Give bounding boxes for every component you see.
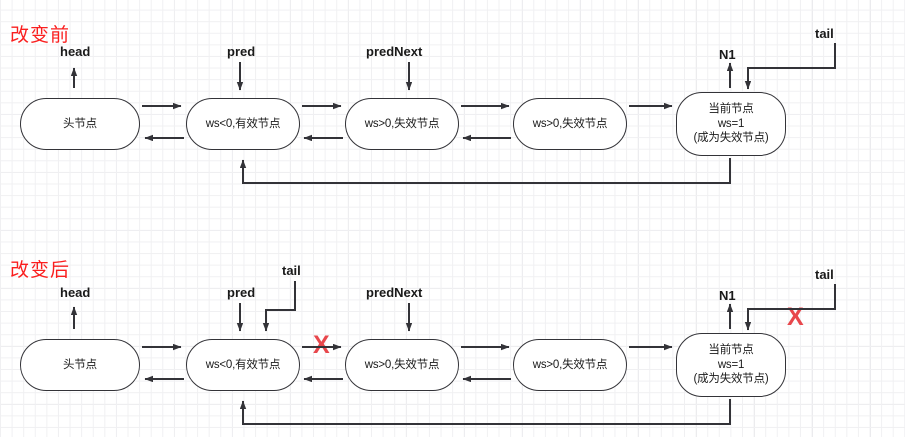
pointer-label-prednext-before: predNext — [366, 44, 423, 59]
node-current-before: 当前节点 ws=1 (成为失效节点) — [676, 92, 786, 156]
pointer-label-prednext-after: predNext — [366, 285, 423, 300]
x-mark-tail-right-link: X — [787, 303, 804, 331]
arrow-tail-pred-pointer-after — [262, 281, 296, 332]
pointer-label-tail-pred-after: tail — [282, 263, 301, 278]
pointer-label-pred-after: pred — [227, 285, 256, 300]
arrow-prev-current-to-pred-after — [239, 399, 731, 425]
node-text-line: 头节点 — [63, 358, 97, 371]
node-prednext-after: ws>0,失效节点 — [345, 339, 459, 391]
node-text-line: 当前节点 — [708, 103, 754, 116]
node-text-line: ws>0,失效节点 — [364, 358, 440, 371]
node-head-before: 头节点 — [20, 98, 140, 150]
pointer-label-head-before: head — [60, 44, 91, 59]
node-text-line: ws>0,失效节点 — [532, 358, 608, 371]
node-pred-after: ws<0,有效节点 — [186, 339, 300, 391]
node-third-after: ws>0,失效节点 — [513, 339, 627, 391]
arrow-tail-pointer-before — [744, 43, 836, 90]
pointer-label-tail-right-after: tail — [815, 267, 834, 282]
node-head-after: 头节点 — [20, 339, 140, 391]
node-text-line: ws>0,失效节点 — [364, 117, 440, 130]
pointer-label-n1-after: N1 — [719, 288, 736, 303]
pointer-label-head-after: head — [60, 285, 91, 300]
node-text-line: (成为失效节点) — [693, 132, 769, 145]
node-text-line: ws<0,有效节点 — [205, 358, 281, 371]
pointer-label-n1-before: N1 — [719, 47, 736, 62]
x-mark-pred-forward-link: X — [313, 331, 330, 359]
node-text-line: ws=1 — [717, 358, 745, 371]
node-pred-before: ws<0,有效节点 — [186, 98, 300, 150]
node-text-line: ws<0,有效节点 — [205, 117, 281, 130]
node-current-after: 当前节点 ws=1 (成为失效节点) — [676, 333, 786, 397]
node-third-before: ws>0,失效节点 — [513, 98, 627, 150]
pointer-label-tail-before: tail — [815, 26, 834, 41]
arrow-prev-current-to-pred-before — [239, 158, 731, 184]
section-title-before: 改变前 — [10, 25, 71, 46]
node-prednext-before: ws>0,失效节点 — [345, 98, 459, 150]
node-text-line: 当前节点 — [708, 344, 754, 357]
node-text-line: ws=1 — [717, 117, 745, 130]
section-title-after: 改变后 — [10, 260, 71, 281]
node-text-line: (成为失效节点) — [693, 373, 769, 386]
pointer-label-pred-before: pred — [227, 44, 256, 59]
node-text-line: ws>0,失效节点 — [532, 117, 608, 130]
arrow-tail-right-pointer-after — [744, 284, 836, 331]
node-text-line: 头节点 — [63, 117, 97, 130]
